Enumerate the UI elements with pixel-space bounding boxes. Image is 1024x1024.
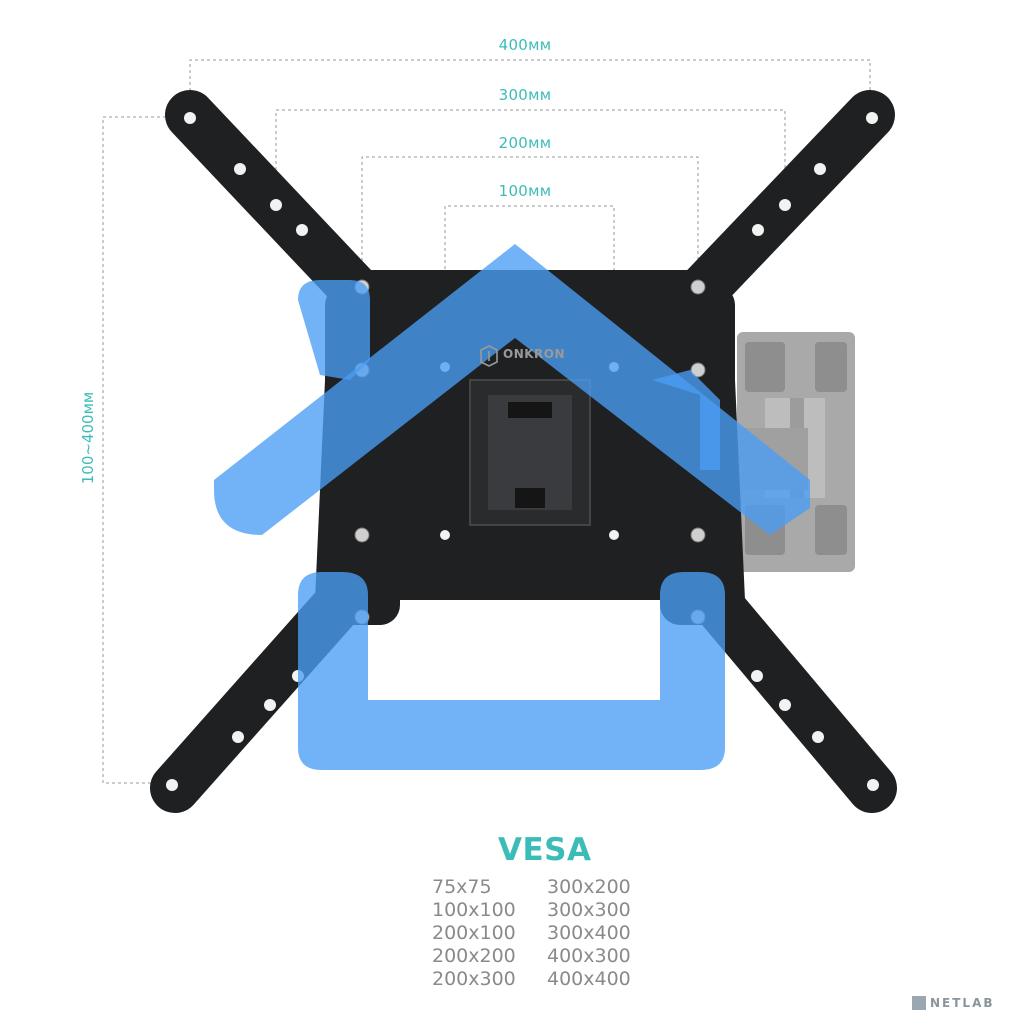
dimension-100-label: 100мм — [498, 182, 552, 200]
vesa-item: 400x300 — [547, 945, 631, 967]
dimension-300-label: 300мм — [498, 86, 552, 104]
dimension-400-label: 400мм — [498, 36, 552, 54]
vesa-title: VESA — [498, 832, 592, 868]
dimension-200-label: 200мм — [498, 134, 552, 152]
vesa-item: 300x200 — [547, 876, 631, 898]
dimension-vertical-label: 100~400мм — [79, 391, 97, 485]
vesa-item: 300x400 — [547, 922, 631, 944]
vesa-item: 75x75 — [432, 876, 492, 898]
vesa-item: 400x400 — [547, 968, 631, 990]
vesa-item: 300x300 — [547, 899, 631, 921]
netlab-logo-icon — [912, 996, 926, 1010]
vesa-item: 200x100 — [432, 922, 516, 944]
vesa-list-right: 300x200 300x300 300x400 400x300 400x400 — [547, 876, 631, 991]
blue-overlay — [214, 244, 810, 770]
netlab-text: NETLAB — [930, 996, 995, 1010]
vesa-list-left: 75x75 100x100 200x100 200x200 200x300 — [432, 876, 516, 991]
vesa-item: 200x300 — [432, 968, 516, 990]
vesa-item: 100x100 — [432, 899, 516, 921]
netlab-watermark: NETLAB — [912, 996, 995, 1010]
brand-name: ONKRON — [503, 347, 566, 361]
vesa-item: 200x200 — [432, 945, 516, 967]
onkron-logo-icon — [480, 345, 498, 367]
